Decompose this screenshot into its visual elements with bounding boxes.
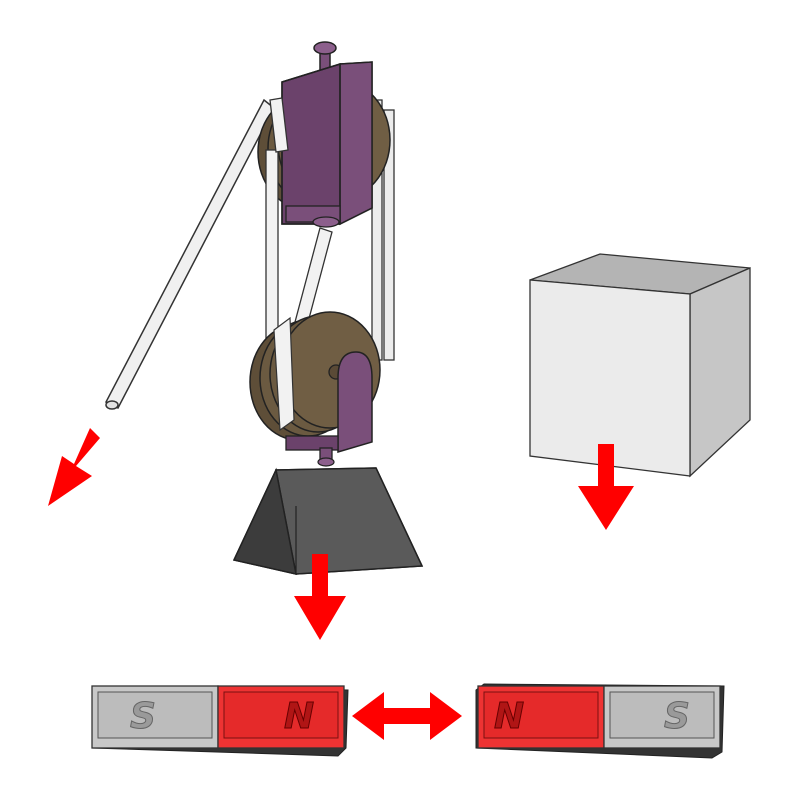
- force-arrow-rope: [48, 428, 100, 506]
- magnet-left-north-label: N: [284, 696, 314, 737]
- pull-rope: [104, 98, 275, 410]
- upper-frame: [281, 61, 373, 228]
- magnet-right: N S: [475, 683, 725, 759]
- force-arrow-magnets: [352, 692, 462, 740]
- magnet-right-south-label: S: [664, 696, 690, 737]
- force-arrow-weight: [294, 554, 346, 640]
- hanging-weight: [232, 467, 424, 575]
- lower-frame: [285, 351, 373, 467]
- magnet-right-north-label: N: [494, 696, 524, 737]
- top-hook: [313, 41, 337, 79]
- magnet-left-south-label: S: [130, 696, 156, 737]
- cube: [529, 253, 751, 478]
- force-arrow-cube: [578, 444, 634, 530]
- pulley-system: [104, 41, 424, 575]
- magnet-left: S N: [91, 685, 349, 757]
